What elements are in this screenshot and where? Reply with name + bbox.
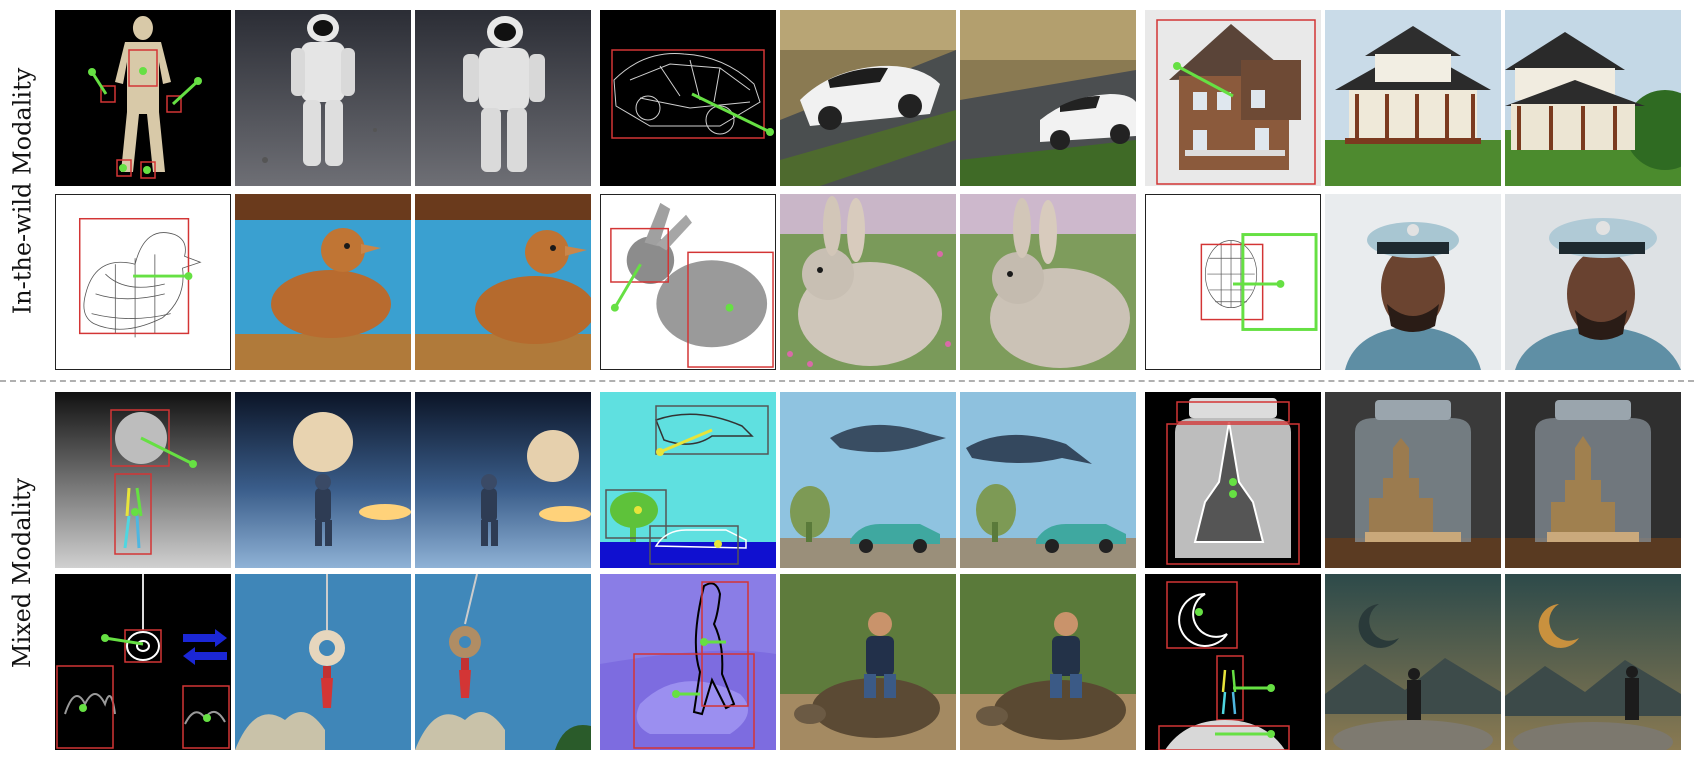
- output-duck-1: [235, 194, 411, 370]
- output-castle-jar-2: [1505, 392, 1681, 568]
- output-wind-chime-1: [235, 574, 411, 750]
- condition-astronaut-mesh: [55, 10, 231, 186]
- output-wind-chime-2: [415, 574, 591, 750]
- output-house-1: [1325, 10, 1501, 186]
- output-astronaut-2: [415, 10, 591, 186]
- condition-moon-pose: [1145, 574, 1321, 750]
- output-moon-knight-2: [1505, 574, 1681, 750]
- condition-depth-pose: [55, 392, 231, 568]
- output-boy-tortoise-2: [960, 574, 1136, 750]
- output-dolphin-2: [960, 392, 1136, 568]
- output-car-2: [960, 10, 1136, 186]
- condition-segmentation-edges: [600, 392, 776, 568]
- output-car-1: [780, 10, 956, 186]
- section-label-in-the-wild: In-the-wild Modality: [0, 10, 44, 372]
- output-planet-astronaut-2: [415, 392, 591, 568]
- condition-house-model: [1145, 10, 1321, 186]
- condition-face-mesh: [1145, 194, 1321, 370]
- output-rabbit-2: [960, 194, 1136, 370]
- condition-car-wireframe: [600, 10, 776, 186]
- condition-sketch-arrows: [55, 574, 231, 750]
- condition-duck-pointcloud: [55, 194, 231, 370]
- output-castle-jar-1: [1325, 392, 1501, 568]
- output-astronaut-1: [235, 10, 411, 186]
- section-label-mixed: Mixed Modality: [0, 392, 44, 754]
- output-dolphin-1: [780, 392, 956, 568]
- output-planet-astronaut-1: [235, 392, 411, 568]
- in-the-wild-label: In-the-wild Modality: [8, 67, 37, 315]
- section-divider: [0, 380, 1694, 382]
- output-house-2: [1505, 10, 1681, 186]
- output-officer-2: [1505, 194, 1681, 370]
- output-boy-tortoise-1: [780, 574, 956, 750]
- output-officer-1: [1325, 194, 1501, 370]
- output-duck-2: [415, 194, 591, 370]
- mixed-modality-label: Mixed Modality: [8, 477, 37, 669]
- condition-jar-castle: [1145, 392, 1321, 568]
- condition-normal-sketch: [600, 574, 776, 750]
- output-rabbit-1: [780, 194, 956, 370]
- output-moon-knight-1: [1325, 574, 1501, 750]
- condition-bunny-lowpoly: [600, 194, 776, 370]
